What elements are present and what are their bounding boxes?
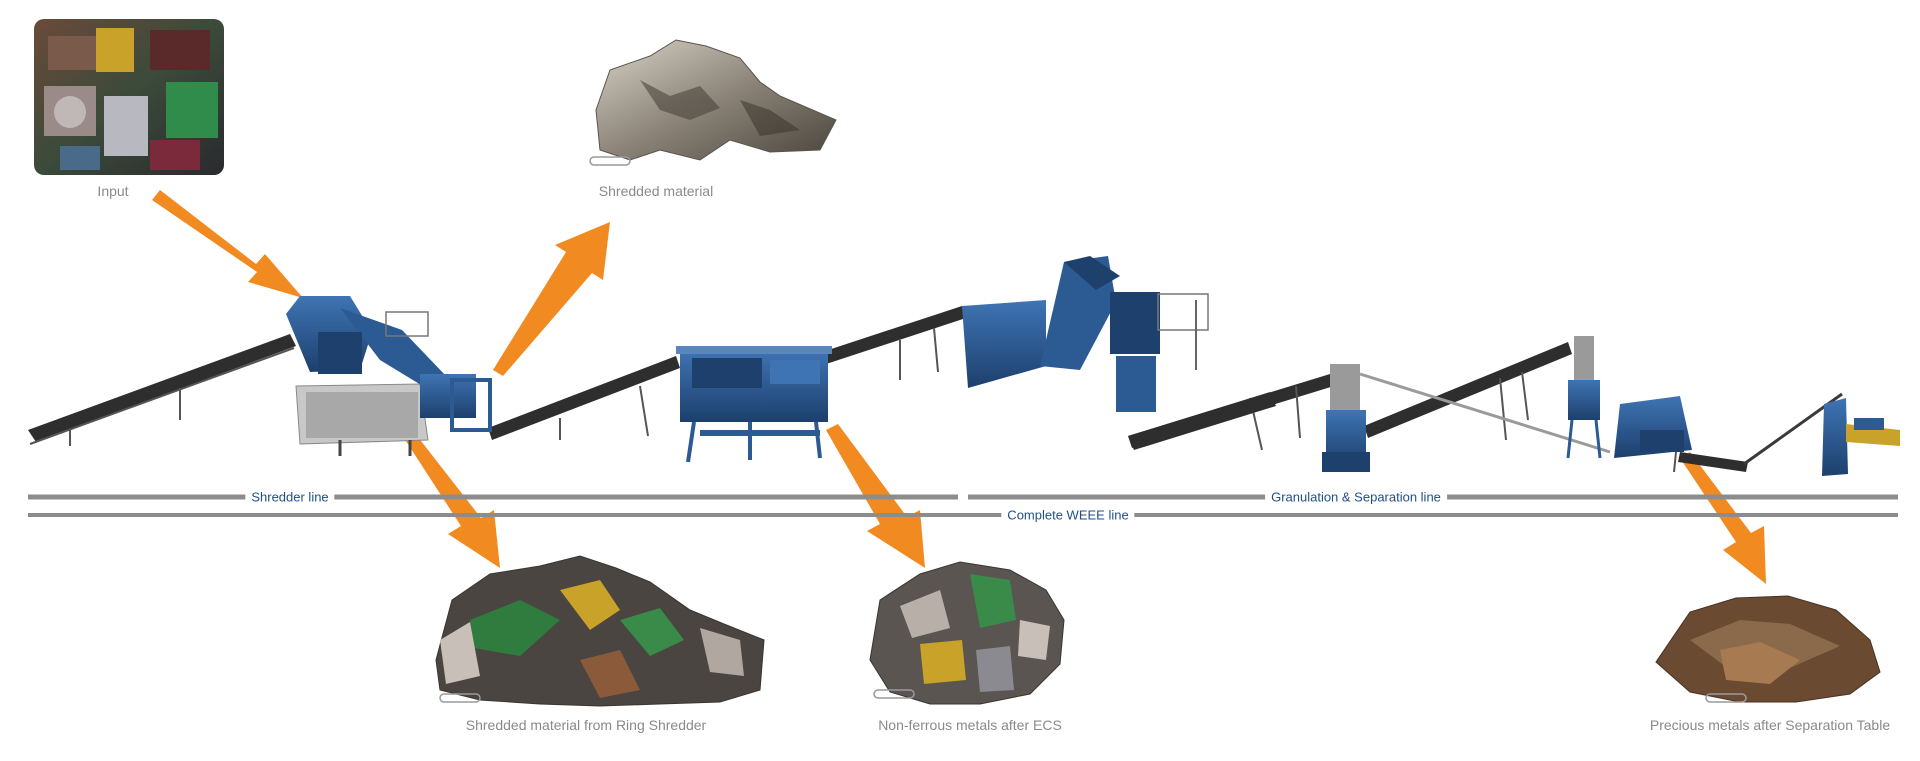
input-conveyor bbox=[28, 334, 296, 446]
arrow-input-to-shredder bbox=[152, 190, 303, 298]
nonferrous-pile bbox=[869, 561, 1065, 705]
granulation-line-label: Granulation & Separation line bbox=[1265, 489, 1447, 505]
arrow-to-shredded-material bbox=[493, 222, 610, 376]
input-photo bbox=[34, 19, 224, 175]
nonferrous-label: Non-ferrous metals after ECS bbox=[878, 717, 1062, 733]
transfer-conveyor-2 bbox=[810, 306, 966, 380]
shredded-material-pile bbox=[589, 39, 837, 166]
separation-table-machine bbox=[1566, 336, 1692, 473]
granulator-machine bbox=[1128, 364, 1370, 472]
arrow-to-ring-shredder-output bbox=[404, 432, 500, 568]
transfer-conveyor-1 bbox=[488, 356, 680, 440]
ring-shredder-output-label: Shredded material from Ring Shredder bbox=[465, 717, 707, 733]
precious-metals-label: Precious metals after Separation Table bbox=[1649, 717, 1891, 733]
hopper-conveyor-machine bbox=[962, 256, 1209, 412]
separation-conveyor bbox=[1364, 342, 1572, 441]
shredder-line-label: Shredder line bbox=[245, 489, 335, 505]
input-label: Input bbox=[97, 183, 129, 199]
precious-metals-pile bbox=[1655, 595, 1881, 703]
output-hopper-machine bbox=[1822, 398, 1900, 476]
arrow-to-precious bbox=[1680, 452, 1766, 584]
weee-line-label: Complete WEEE line bbox=[1001, 507, 1135, 523]
ecs-separator-machine bbox=[676, 346, 832, 463]
shredded-material-label: Shredded material bbox=[598, 183, 714, 199]
ring-shredder-output-pile bbox=[435, 555, 765, 707]
ring-shredder-machine bbox=[286, 296, 492, 456]
